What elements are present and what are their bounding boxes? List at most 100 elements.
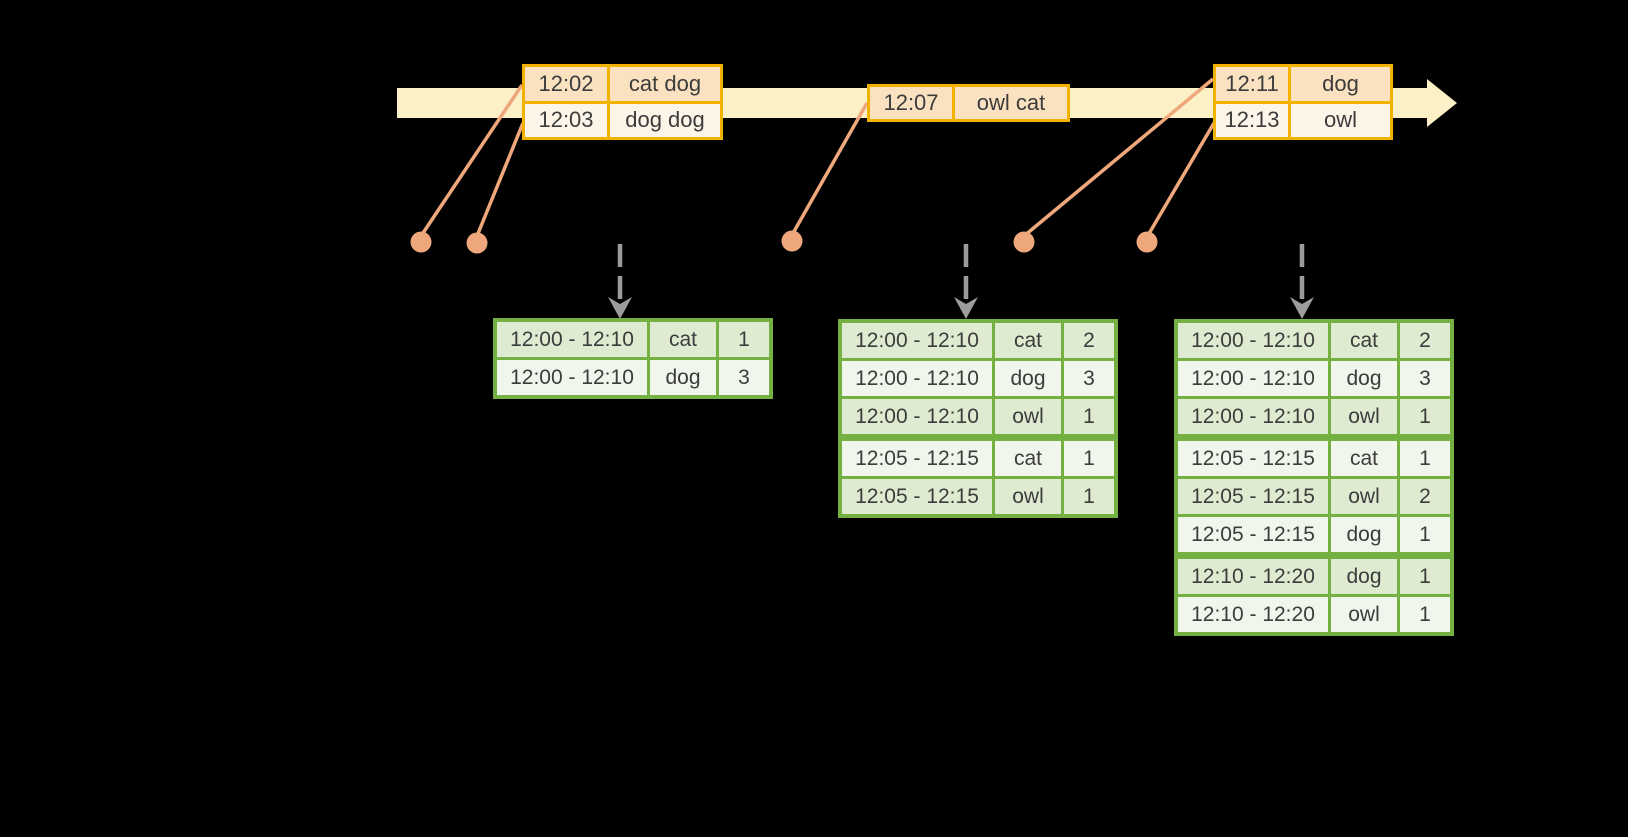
window-cell: 12:05 - 12:15: [838, 476, 995, 518]
trigger-arrows: [617, 244, 1305, 299]
record-words: owl: [1291, 103, 1390, 137]
table-row: 12:05 - 12:15 owl 2: [1174, 476, 1454, 517]
count-cell: 2: [1397, 319, 1454, 361]
result-table-3: 12:00 - 12:10 cat 2 12:00 - 12:10 dog 3 …: [1174, 319, 1454, 636]
arrowhead-down-icon: [954, 297, 978, 319]
event-dots: [410, 230, 1158, 254]
table-row: 12:00 - 12:10 dog 3: [838, 358, 1118, 399]
table-row: 12:00 - 12:10 cat 2: [1174, 319, 1454, 361]
word-cell: owl: [992, 476, 1064, 518]
record-box-1: 12:02 cat dog 12:03 dog dog: [522, 64, 723, 140]
connector-line: [790, 102, 869, 236]
word-cell: cat: [647, 318, 719, 360]
count-cell: 1: [1397, 594, 1454, 636]
count-cell: 3: [716, 357, 773, 399]
event-dot: [1013, 231, 1035, 253]
arrowhead-down-icon: [608, 297, 632, 319]
connector-line: [1022, 77, 1215, 238]
arrowhead-down-icon: [1290, 297, 1314, 319]
count-cell: 1: [1061, 434, 1118, 479]
table-row: 12:00 - 12:10 dog 3: [1174, 358, 1454, 399]
record-words: cat dog: [610, 67, 720, 101]
word-cell: cat: [992, 434, 1064, 479]
window-cell: 12:00 - 12:10: [1174, 396, 1331, 439]
word-cell: dog: [992, 358, 1064, 399]
table-row: 12:05 - 12:15 cat 1: [838, 434, 1118, 479]
event-dot: [781, 230, 803, 252]
window-cell: 12:05 - 12:15: [838, 434, 995, 479]
window-cell: 12:00 - 12:10: [1174, 319, 1331, 361]
word-cell: owl: [1328, 476, 1400, 517]
word-cell: dog: [1328, 552, 1400, 597]
table-row: 12:00 - 12:10 cat 1: [493, 318, 773, 360]
table-row: 12:10 - 12:20 owl 1: [1174, 594, 1454, 636]
window-cell: 12:10 - 12:20: [1174, 552, 1331, 597]
word-cell: cat: [1328, 434, 1400, 479]
record-words: owl cat: [955, 87, 1067, 119]
word-cell: dog: [1328, 358, 1400, 399]
record-words: dog: [1291, 67, 1390, 101]
result-table-1: 12:00 - 12:10 cat 1 12:00 - 12:10 dog 3: [493, 318, 773, 399]
table-row: 12:00 - 12:10 dog 3: [493, 357, 773, 399]
record-row: 12:02 cat dog: [525, 67, 720, 101]
word-cell: owl: [1328, 396, 1400, 439]
count-cell: 2: [1397, 476, 1454, 517]
word-cell: owl: [992, 396, 1064, 439]
record-row: 12:03 dog dog: [525, 103, 720, 137]
event-dot: [1136, 231, 1158, 253]
window-cell: 12:00 - 12:10: [838, 358, 995, 399]
count-cell: 1: [1397, 552, 1454, 597]
window-cell: 12:00 - 12:10: [838, 319, 995, 361]
word-cell: dog: [1328, 514, 1400, 557]
record-time: 12:03: [525, 103, 607, 137]
record-row: 12:07 owl cat: [870, 87, 1067, 119]
window-cell: 12:05 - 12:15: [1174, 434, 1331, 479]
window-cell: 12:10 - 12:20: [1174, 594, 1331, 636]
count-cell: 1: [1061, 476, 1118, 518]
table-row: 12:00 - 12:10 owl 1: [1174, 396, 1454, 439]
table-row: 12:05 - 12:15 dog 1: [1174, 514, 1454, 557]
record-time: 12:11: [1216, 67, 1288, 101]
table-row: 12:10 - 12:20 dog 1: [1174, 552, 1454, 597]
window-cell: 12:05 - 12:15: [1174, 476, 1331, 517]
result-table-2: 12:00 - 12:10 cat 2 12:00 - 12:10 dog 3 …: [838, 319, 1118, 518]
window-cell: 12:00 - 12:10: [493, 357, 650, 399]
count-cell: 3: [1061, 358, 1118, 399]
record-row: 12:11 dog: [1216, 67, 1390, 101]
record-time: 12:13: [1216, 103, 1288, 137]
trigger-arrowheads: [608, 297, 1314, 319]
record-box-3: 12:11 dog 12:13 owl: [1213, 64, 1393, 140]
word-cell: cat: [992, 319, 1064, 361]
word-cell: cat: [1328, 319, 1400, 361]
event-dot: [466, 232, 488, 254]
connector-line: [475, 122, 525, 237]
window-cell: 12:00 - 12:10: [838, 396, 995, 439]
count-cell: 2: [1061, 319, 1118, 361]
connector-lines: [419, 77, 1216, 238]
event-dot: [410, 231, 432, 253]
table-row: 12:00 - 12:10 owl 1: [838, 396, 1118, 439]
window-cell: 12:00 - 12:10: [1174, 358, 1331, 399]
record-words: dog dog: [610, 103, 720, 137]
count-cell: 1: [1061, 396, 1118, 439]
record-row: 12:13 owl: [1216, 103, 1390, 137]
count-cell: 1: [1397, 514, 1454, 557]
record-box-2: 12:07 owl cat: [867, 84, 1070, 122]
window-cell: 12:00 - 12:10: [493, 318, 650, 360]
record-time: 12:07: [870, 87, 952, 119]
count-cell: 1: [716, 318, 773, 360]
connector-line: [1145, 122, 1216, 238]
timeline-arrowhead-icon: [1427, 79, 1457, 127]
count-cell: 3: [1397, 358, 1454, 399]
count-cell: 1: [1397, 396, 1454, 439]
table-row: 12:05 - 12:15 owl 1: [838, 476, 1118, 518]
connector-line: [419, 84, 524, 237]
record-time: 12:02: [525, 67, 607, 101]
table-row: 12:00 - 12:10 cat 2: [838, 319, 1118, 361]
count-cell: 1: [1397, 434, 1454, 479]
window-cell: 12:05 - 12:15: [1174, 514, 1331, 557]
word-cell: owl: [1328, 594, 1400, 636]
word-cell: dog: [647, 357, 719, 399]
